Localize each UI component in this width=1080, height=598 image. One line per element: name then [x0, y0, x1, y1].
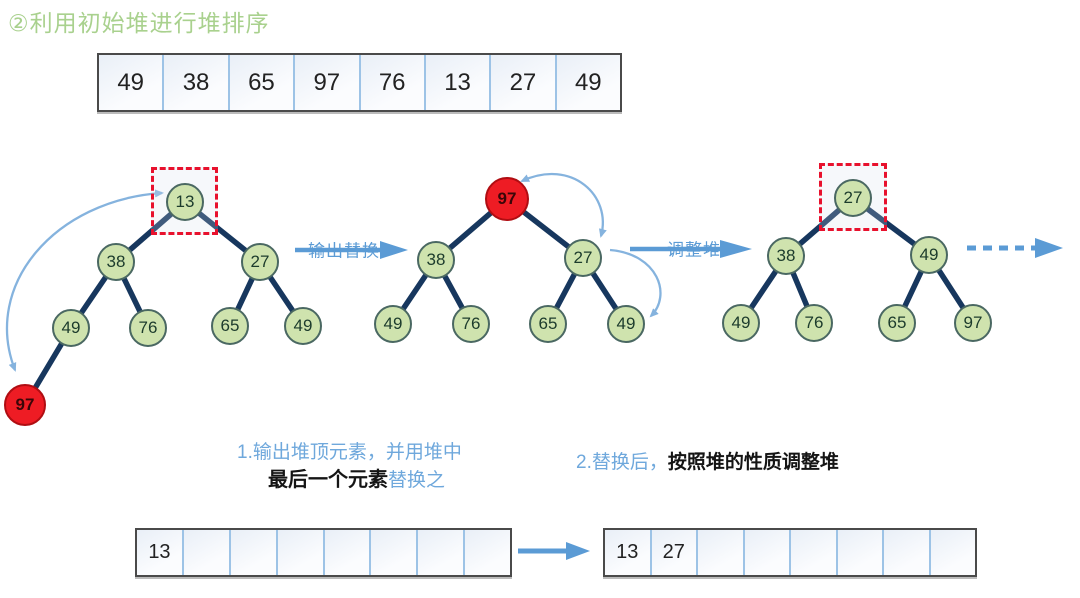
tree-node: 49 [284, 307, 322, 345]
array-cell [791, 530, 838, 575]
swap-arc-97-27 [520, 172, 607, 238]
note-step1-line2-black: 最后一个元素 [268, 469, 388, 491]
initial-array: 49 38 65 97 76 13 27 49 [97, 53, 622, 112]
tree-node: 76 [129, 309, 167, 347]
note-step1-line1-text: 1.输出堆顶元素，并用堆中 [237, 442, 462, 463]
tree-node: 38 [767, 237, 805, 275]
tree-node: 65 [211, 307, 249, 345]
note-step1-line1: 1.输出堆顶元素，并用堆中 [237, 437, 462, 464]
swap-arc-97-13 [5, 189, 164, 372]
note-step2: 2.替换后，按照堆的性质调整堆 [576, 447, 839, 474]
note-step2-black: 按照堆的性质调整堆 [667, 452, 839, 473]
array-cell [930, 530, 975, 575]
swap-arc-27-49 [609, 248, 662, 318]
array-cell [837, 530, 884, 575]
tree-node-root: 97 [485, 177, 529, 221]
tree-node: 27 [241, 243, 279, 281]
note-step1-line2-blue: 替换之 [388, 470, 446, 491]
swap-arcs [5, 172, 662, 372]
tree-node: 97 [954, 304, 992, 342]
tree-node-root: 27 [834, 179, 872, 217]
tree-node: 49 [52, 309, 90, 347]
array-cell [324, 530, 372, 575]
tree-node: 65 [529, 305, 567, 343]
array-cell: 65 [229, 55, 296, 110]
array-cell: 38 [164, 55, 230, 110]
array-cell: 76 [360, 55, 426, 110]
tree-node: 49 [607, 305, 645, 343]
array-cell: 27 [651, 530, 698, 575]
replace-arrow [295, 241, 408, 259]
note-step1-line2: 最后一个元素替换之 [268, 463, 445, 492]
tree-node: 38 [97, 243, 135, 281]
tree-node: 76 [452, 305, 490, 343]
array-cell: 13 [137, 530, 184, 575]
replace-arrow-label: 输出替换 [308, 241, 380, 261]
adjust-arrow-label: 调整堆 [667, 240, 721, 260]
array-cell [277, 530, 325, 575]
array-cell: 13 [425, 55, 492, 110]
array-cell [465, 530, 510, 575]
array-cell [744, 530, 791, 575]
array-cell [371, 530, 419, 575]
array-cell [230, 530, 278, 575]
page-title: ②利用初始堆进行堆排序 [8, 10, 270, 36]
output-array-step2: 13 27 [603, 528, 977, 577]
array-cell: 49 [556, 55, 620, 110]
note-step2-blue: 2.替换后， [576, 452, 668, 473]
tree-node: 38 [417, 241, 455, 279]
array-cell [418, 530, 466, 575]
adjust-arrow [630, 240, 752, 258]
tree-node: 49 [374, 305, 412, 343]
continue-dashed-arrow [967, 238, 1063, 258]
array-cell [698, 530, 745, 575]
tree-node: 65 [878, 304, 916, 342]
tree-node-last: 97 [4, 384, 46, 426]
array-cell: 27 [491, 55, 557, 110]
tree-node: 27 [564, 239, 602, 277]
tree-node: 49 [722, 304, 760, 342]
step-arrows [295, 238, 1063, 560]
output-array-step1: 13 [135, 528, 512, 577]
array-cell: 97 [295, 55, 361, 110]
tree-node: 76 [795, 304, 833, 342]
array-cell [884, 530, 931, 575]
tree-node: 49 [910, 236, 948, 274]
tree-node: 13 [166, 183, 204, 221]
array-cell: 49 [99, 55, 165, 110]
array-cell [183, 530, 231, 575]
array-cell: 13 [605, 530, 652, 575]
bottom-arrow [518, 542, 590, 560]
